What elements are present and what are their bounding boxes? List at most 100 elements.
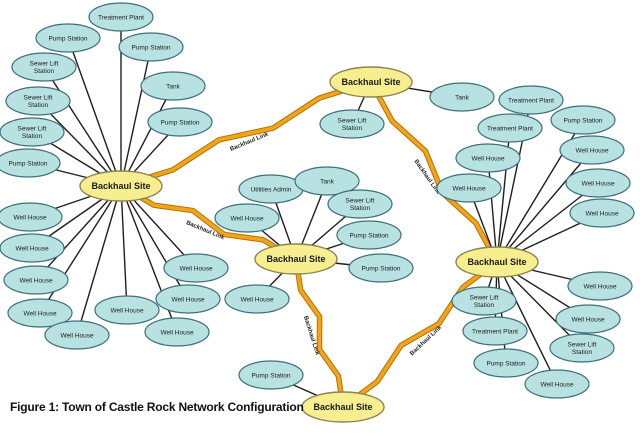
site-node: Pump Station (35, 23, 101, 53)
backhaul-site-label: Backhaul Site (467, 257, 526, 267)
site-node-label: Well House (23, 310, 57, 317)
site-node-label: Well House (575, 147, 609, 154)
site-node-shape (238, 360, 304, 390)
lightning-bolt-icon (120, 80, 372, 188)
site-node-shape (5, 86, 71, 116)
site-node-shape (336, 220, 402, 250)
site-node-shape (118, 32, 184, 62)
site-node-shape (550, 105, 616, 135)
site-node-shape (327, 189, 393, 219)
site-node-label: Treatment Plant (472, 328, 518, 335)
site-node-shape (0, 233, 65, 263)
site-node-shape (0, 202, 63, 232)
site-node: Well House (144, 317, 210, 347)
backhaul-site-label: Backhaul Site (313, 402, 372, 412)
site-node-shape (567, 271, 633, 301)
site-node-shape (559, 135, 625, 165)
site-node-label: Well House (585, 210, 619, 217)
site-node: Utilities Admin (238, 174, 304, 204)
backhaul-site-shape (254, 243, 338, 275)
site-node-shape (224, 284, 290, 314)
site-node: Well House (224, 284, 290, 314)
site-node: Well House (3, 265, 69, 295)
site-node-label: Treatment Plant (98, 14, 144, 21)
site-node: Pump Station (336, 220, 402, 250)
site-node-shape (163, 253, 229, 283)
site-node: Well House (0, 233, 65, 263)
site-node-label: Well House (240, 296, 274, 303)
site-node: Tank (140, 71, 206, 101)
site-node-label: Well House (110, 307, 144, 314)
figure-caption: Figure 1: Town of Castle Rock Network Co… (10, 400, 304, 414)
site-node-shape (11, 52, 77, 82)
site-node-label: Well House (13, 214, 47, 221)
connection-line (35, 185, 122, 281)
site-node: Pump Station (238, 360, 304, 390)
site-node-shape (498, 85, 564, 115)
site-node-label: Pump Station (8, 160, 47, 167)
site-node-label: Utilities Admin (251, 186, 292, 193)
site-node-shape (429, 82, 495, 112)
site-node-shape (455, 143, 521, 173)
site-node-shape (0, 148, 61, 178)
site-node-shape (44, 320, 110, 350)
site-node: Well House (0, 202, 63, 232)
connection-line (120, 46, 152, 187)
connection-line (76, 185, 122, 336)
site-node: Well House (565, 168, 631, 198)
site-node-shape (565, 168, 631, 198)
backhaul-site-label: Backhaul Site (266, 254, 325, 264)
site-node: Pump Station (473, 348, 539, 378)
site-node-shape (88, 2, 154, 32)
site-node: Well House (559, 135, 625, 165)
site-node-label: Well House (571, 316, 605, 323)
site-node-shape (348, 253, 414, 283)
site-node: Treatment Plant (462, 316, 528, 346)
site-node-label: Well House (583, 283, 617, 290)
site-node: Pump Station (0, 148, 61, 178)
site-node-shape (7, 298, 73, 328)
site-node: Well House (524, 369, 590, 399)
site-node-label: Well House (540, 381, 574, 388)
lightning-bolt-icon (369, 81, 499, 263)
site-node-label: Well House (171, 296, 205, 303)
connection-line (496, 149, 593, 263)
site-node-label: Tank (320, 178, 334, 185)
site-node-shape (35, 23, 101, 53)
site-node-shape (569, 198, 635, 228)
site-node-shape (549, 333, 615, 363)
site-node-label: Tank (455, 94, 469, 101)
site-node-label: Well House (230, 215, 264, 222)
backhaul-link: Backhaul Link (293, 258, 346, 408)
connection-line (487, 157, 498, 263)
backhaul-site: Backhaul Site (79, 170, 163, 202)
site-node: Pump Station (118, 32, 184, 62)
site-node: Well House (567, 271, 633, 301)
site-node: Well House (569, 198, 635, 228)
site-node: Well House (436, 173, 502, 203)
site-node-label: Pump Station (486, 360, 525, 367)
site-node-label: Well House (179, 265, 213, 272)
backhaul-site: Backhaul Site (455, 246, 539, 278)
backhaul-site-shape (301, 391, 385, 423)
site-node: Pump Station (147, 107, 213, 137)
site-node: Well House (94, 295, 160, 325)
site-node-label: Well House (581, 180, 615, 187)
site-node-label: Well House (471, 155, 505, 162)
site-node: Well House (163, 253, 229, 283)
site-node: Well House (155, 284, 221, 314)
site-node-shape (0, 117, 65, 147)
site-node-shape (214, 203, 280, 233)
